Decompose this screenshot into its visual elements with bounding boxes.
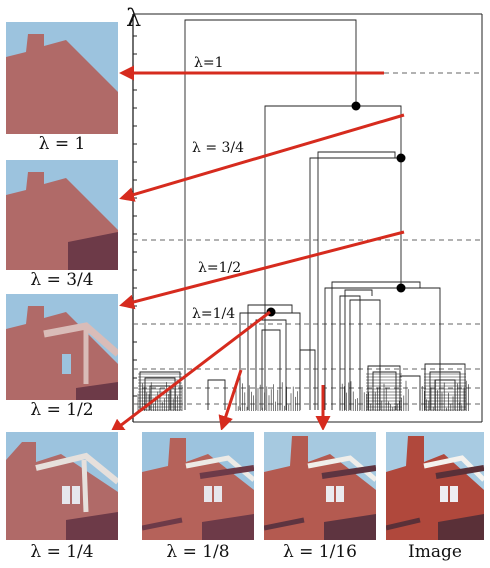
threshold-label-1-2: λ=1/2 (198, 260, 241, 276)
segmentation-thumb-lambda-1-16 (264, 432, 376, 540)
merge-node-lambda-1-2 (396, 283, 406, 293)
caption-lambda-1: λ = 1 (38, 134, 86, 154)
caption-lambda-1-2: λ = 1/2 (30, 400, 94, 420)
segmentation-thumb-lambda-1-8 (142, 432, 254, 540)
segmentation-thumb-lambda-1-2 (6, 294, 118, 400)
caption-lambda-1-4: λ = 1/4 (30, 542, 94, 562)
lambda-axis (132, 14, 137, 422)
caption-lambda-1-16: λ = 1/16 (282, 542, 357, 562)
threshold-lines (133, 72, 482, 405)
caption-image: Image (408, 542, 462, 562)
segmentation-thumb-lambda-3-4 (6, 160, 118, 270)
lambda-axis-title: λ (126, 4, 141, 32)
merge-node-lambda-1 (351, 101, 361, 111)
arrow-lambda-1-2 (119, 230, 405, 310)
hierarchy-diagram: λ (109, 4, 483, 430)
arrow-lambda-3-4 (119, 113, 405, 202)
caption-lambda-3-4: λ = 3/4 (30, 270, 94, 290)
dendrogram-leaves (137, 373, 469, 411)
arrow-lambda-1-8 (218, 369, 243, 430)
merge-node-lambda-3-4 (396, 153, 406, 163)
merge-nodes (266, 101, 406, 317)
caption-lambda-1-8: λ = 1/8 (166, 542, 230, 562)
arrows (109, 65, 405, 430)
threshold-label-1-4: λ=1/4 (192, 306, 235, 322)
original-image (386, 432, 484, 540)
segmentation-thumb-lambda-1 (6, 22, 118, 134)
threshold-label-3-4: λ = 3/4 (192, 140, 244, 156)
segmentation-thumb-lambda-1-4 (6, 432, 118, 540)
threshold-label-1: λ=1 (194, 55, 224, 71)
arrow-lambda-1-4 (109, 310, 271, 430)
dendrogram-tree (139, 19, 466, 410)
